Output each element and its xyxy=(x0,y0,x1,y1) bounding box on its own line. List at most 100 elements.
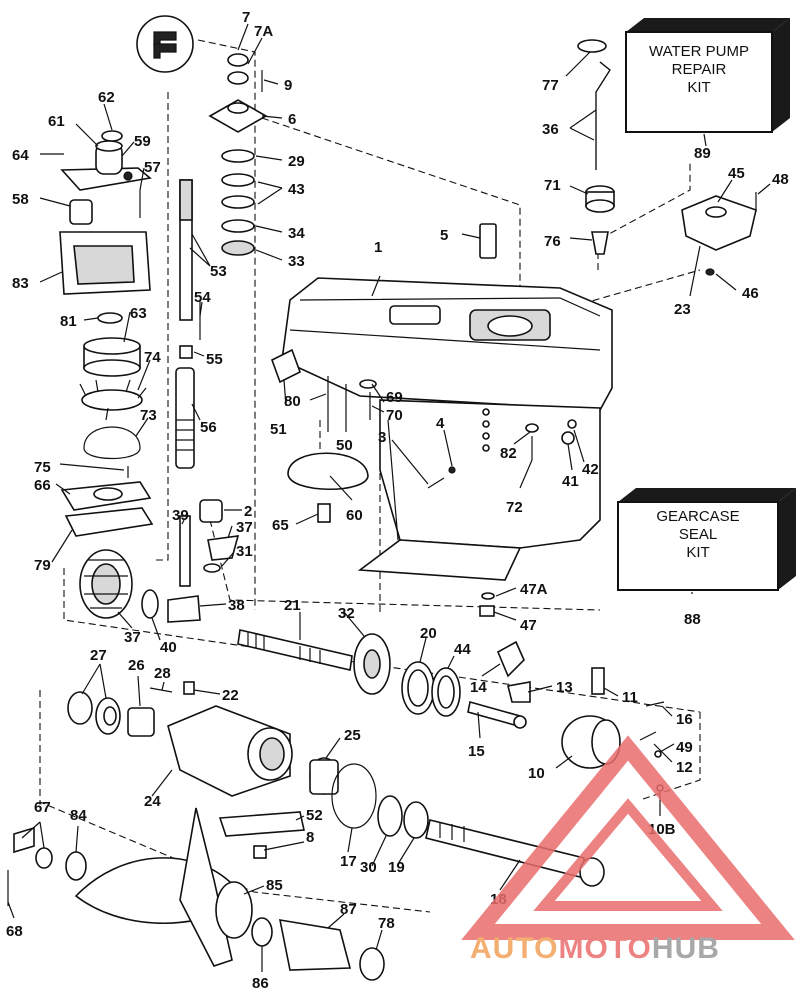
label-88: 88 xyxy=(684,611,701,628)
label-8: 8 xyxy=(306,829,314,846)
gearcase-seal-kit-box: GEARCASE SEAL KIT xyxy=(617,488,796,591)
water-pump-repair-kit-box: WATER PUMP REPAIR KIT xyxy=(625,18,790,133)
label-60: 60 xyxy=(346,507,363,524)
label-71: 71 xyxy=(544,177,561,194)
label-85: 85 xyxy=(266,877,283,894)
label-33: 33 xyxy=(288,253,305,270)
label-43: 43 xyxy=(288,181,305,198)
water-pump-kit-line-3: KIT xyxy=(687,79,710,96)
water-pump-kit-line-1: WATER PUMP xyxy=(649,43,749,60)
label-25: 25 xyxy=(344,727,361,744)
label-47a: 47A xyxy=(520,581,548,598)
label-65: 65 xyxy=(272,517,289,534)
label-40: 40 xyxy=(160,639,177,656)
label-23: 23 xyxy=(674,301,691,318)
label-1: 1 xyxy=(374,239,382,256)
label-51: 51 xyxy=(270,421,287,438)
label-32: 32 xyxy=(338,605,355,622)
label-42: 42 xyxy=(582,461,599,478)
label-10: 10 xyxy=(528,765,545,782)
label-6: 6 xyxy=(288,111,296,128)
gearcase-seal-kit-line-1: GEARCASE xyxy=(656,508,739,525)
label-7: 7 xyxy=(242,9,250,26)
label-69: 69 xyxy=(386,389,403,406)
gearcase-housing xyxy=(281,277,613,581)
output-shaft xyxy=(425,819,605,887)
label-86: 86 xyxy=(252,975,269,992)
label-58: 58 xyxy=(12,191,29,208)
label-34: 34 xyxy=(288,225,305,242)
label-81: 81 xyxy=(60,313,77,330)
label-73: 73 xyxy=(140,407,157,424)
label-54: 54 xyxy=(194,289,211,306)
label-21: 21 xyxy=(284,597,301,614)
label-9: 9 xyxy=(284,77,292,94)
label-15: 15 xyxy=(468,743,485,760)
label-27: 27 xyxy=(90,647,107,664)
label-7a: 7A xyxy=(254,23,273,40)
part-labels: 7 7A 9 6 29 43 34 33 53 54 55 56 62 61 5… xyxy=(6,9,789,992)
label-74: 74 xyxy=(144,349,161,366)
label-52: 52 xyxy=(306,807,323,824)
label-66: 66 xyxy=(34,477,51,494)
automotohub-watermark: AUTOMOTOHUB xyxy=(461,735,795,965)
label-2: 2 xyxy=(244,503,252,520)
rear-seals-group xyxy=(218,763,429,859)
propeller-shaft-group xyxy=(237,629,461,717)
label-55: 55 xyxy=(206,351,223,368)
label-3: 3 xyxy=(378,429,386,446)
center-small-parts xyxy=(271,223,577,617)
label-41: 41 xyxy=(562,473,579,490)
label-57: 57 xyxy=(144,159,161,176)
leader-lines xyxy=(7,23,771,972)
label-17: 17 xyxy=(340,853,357,870)
forward-gear-group xyxy=(79,549,201,623)
label-50: 50 xyxy=(336,437,353,454)
label-11: 11 xyxy=(622,689,638,706)
label-16: 16 xyxy=(676,711,693,728)
label-29: 29 xyxy=(288,153,305,170)
water-pump-assembly xyxy=(59,130,154,537)
propeller-group xyxy=(7,807,385,981)
label-84: 84 xyxy=(70,807,87,824)
label-76: 76 xyxy=(544,233,561,250)
label-59: 59 xyxy=(134,133,151,150)
label-67: 67 xyxy=(34,799,51,816)
label-44: 44 xyxy=(454,641,471,658)
label-31: 31 xyxy=(236,543,253,560)
label-72: 72 xyxy=(506,499,523,516)
label-28: 28 xyxy=(154,665,171,682)
detail-circle-seals xyxy=(136,15,194,73)
water-pump-kit-line-2: REPAIR xyxy=(672,61,727,78)
label-36: 36 xyxy=(542,121,559,138)
label-30: 30 xyxy=(360,859,377,876)
label-61: 61 xyxy=(48,113,65,130)
label-79: 79 xyxy=(34,557,51,574)
label-46: 46 xyxy=(742,285,759,302)
label-26: 26 xyxy=(128,657,145,674)
label-82: 82 xyxy=(500,445,517,462)
label-19: 19 xyxy=(388,859,405,876)
label-77: 77 xyxy=(542,77,559,94)
label-38: 38 xyxy=(228,597,245,614)
label-56: 56 xyxy=(200,419,217,436)
label-37-upper: 37 xyxy=(236,519,253,536)
label-12: 12 xyxy=(676,759,693,776)
label-24: 24 xyxy=(144,793,161,810)
label-80: 80 xyxy=(284,393,301,410)
label-22: 22 xyxy=(222,687,239,704)
label-48: 48 xyxy=(772,171,789,188)
label-47: 47 xyxy=(520,617,537,634)
label-63: 63 xyxy=(130,305,147,322)
label-37-lower: 37 xyxy=(124,629,141,646)
watermark-text: AUTOMOTOHUB xyxy=(470,932,720,965)
bearing-housing-group xyxy=(67,681,339,797)
label-75: 75 xyxy=(34,459,51,476)
label-5: 5 xyxy=(440,227,448,244)
drive-shaft-column xyxy=(175,53,268,587)
gearcase-seal-kit-line-2: SEAL xyxy=(679,526,717,543)
gearcase-seal-kit-line-3: KIT xyxy=(686,544,709,561)
label-70: 70 xyxy=(386,407,403,424)
label-45: 45 xyxy=(728,165,745,182)
water-tube-parts xyxy=(577,39,757,276)
